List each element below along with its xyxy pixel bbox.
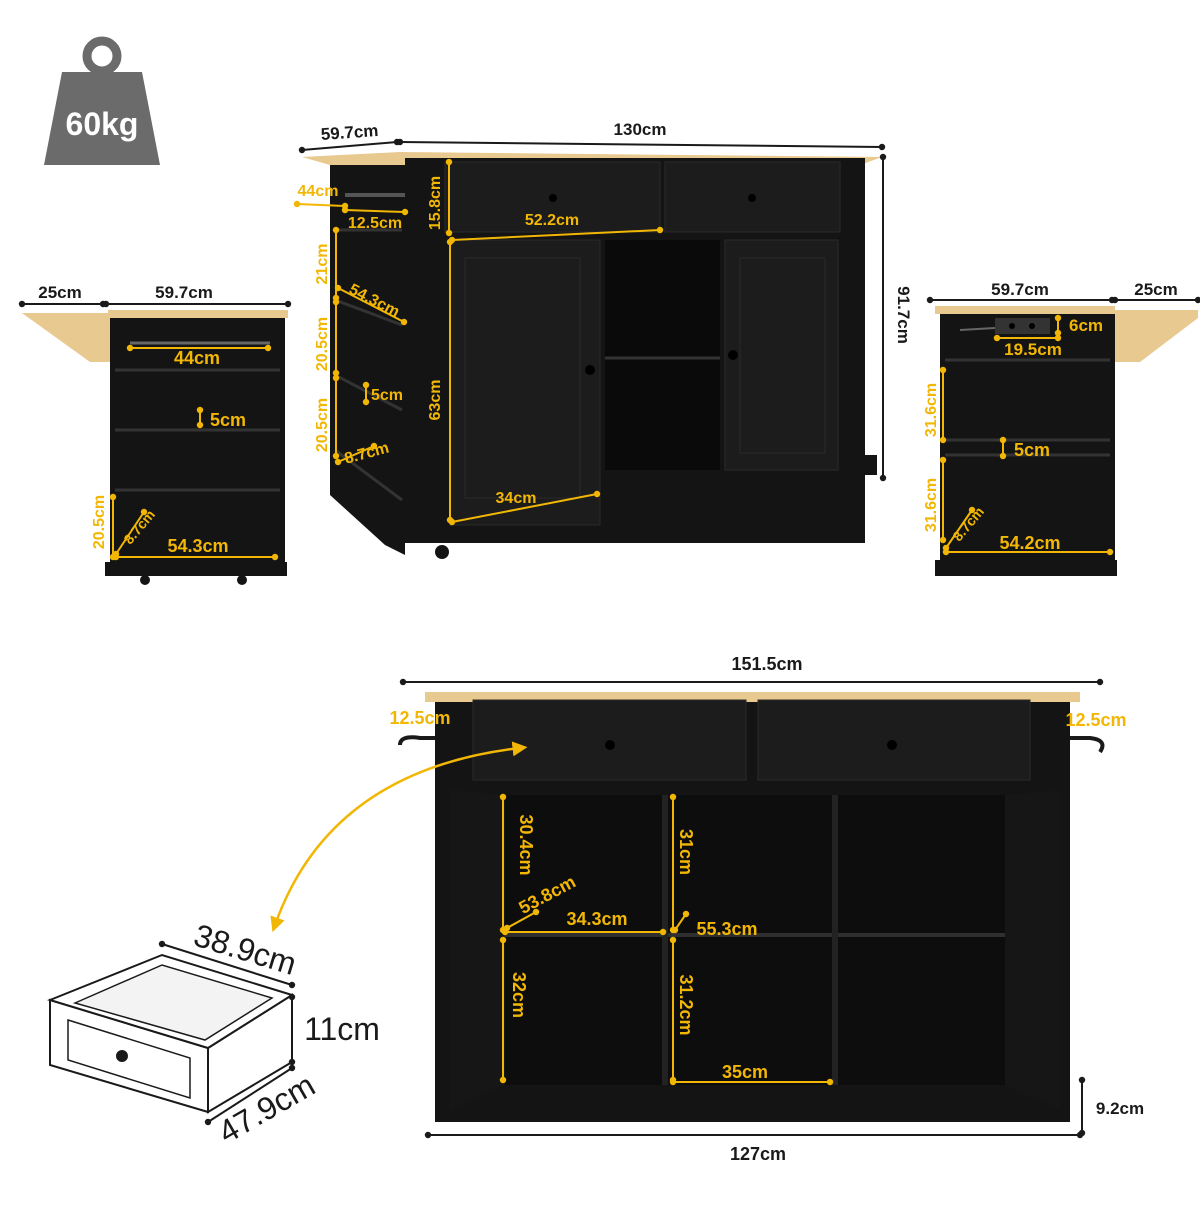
left-rail-label: 5cm: [210, 410, 246, 430]
right-side-view: [935, 306, 1198, 576]
front-cabinet-height-label: 63cm: [427, 380, 444, 421]
open-total-width-label: 151.5cm: [731, 654, 802, 674]
open-middle-height-bottom-label: 31.2cm: [676, 974, 696, 1035]
right-shelf-height-1-label: 31.6cm: [923, 383, 940, 437]
right-outlet-width-label: 19.5cm: [1004, 340, 1062, 359]
open-middle-height-top-label: 31cm: [676, 829, 696, 875]
weight-icon: [44, 36, 160, 165]
front-cabinet-width-label: 34cm: [496, 490, 537, 507]
open-dim-lines: [270, 678, 1104, 1139]
weight-label: 60kg: [66, 106, 139, 142]
left-depth-label: 59.7cm: [155, 283, 213, 302]
front-dim-lines: [293, 138, 887, 526]
left-dim-lines: [18, 300, 292, 561]
drawer-height-label: 11cm: [304, 1011, 380, 1047]
front-depth-label: 59.7cm: [320, 121, 379, 144]
open-base-width-label: 127cm: [730, 1144, 786, 1164]
front-drawer-height-label: 15.8cm: [427, 176, 444, 230]
open-base-height-label: 9.2cm: [1096, 1099, 1144, 1118]
left-side-view: [22, 310, 288, 585]
left-shelf-height-label: 20.5cm: [91, 495, 108, 549]
left-shelf-width-label: 54.3cm: [167, 536, 228, 556]
right-depth-label: 59.7cm: [991, 280, 1049, 299]
right-shelf-height-2-label: 31.6cm: [923, 478, 940, 532]
open-right-overhang-label: 12.5cm: [1065, 710, 1126, 730]
open-middle-depth-label: 55.3cm: [696, 919, 757, 939]
open-front-view: [398, 692, 1105, 1122]
right-leaf-label: 25cm: [1134, 280, 1177, 299]
front-drawer-width-label: 52.2cm: [525, 212, 579, 229]
left-towel-bar-label: 44cm: [174, 348, 220, 368]
front-shelf-height-1-label: 21cm: [314, 244, 331, 285]
open-left-height-bottom-label: 32cm: [509, 972, 529, 1018]
open-left-height-top-label: 30.4cm: [516, 814, 536, 875]
open-middle-width-label: 35cm: [722, 1062, 768, 1082]
front-rail-height-label: 5cm: [371, 387, 403, 404]
right-dim-lines: [926, 296, 1200, 556]
front-width-label: 130cm: [614, 120, 667, 139]
open-left-overhang-label: 12.5cm: [389, 708, 450, 728]
left-leaf-label: 25cm: [38, 283, 81, 302]
front-rack-depth-label: 12.5cm: [348, 215, 402, 232]
right-rail-label: 5cm: [1014, 440, 1050, 460]
front-height-label: 91.7cm: [894, 286, 913, 344]
drawer-dim-lines: [158, 940, 296, 1126]
right-outlet-label: 6cm: [1069, 316, 1103, 335]
front-shelf-height-2-label: 20.5cm: [314, 317, 331, 371]
front-towel-bar-label: 44cm: [298, 183, 339, 200]
open-left-width-label: 34.3cm: [566, 909, 627, 929]
drawer-illustration: [46, 953, 295, 1114]
right-shelf-width-label: 54.2cm: [999, 533, 1060, 553]
front-shelf-height-3-label: 20.5cm: [314, 398, 331, 452]
front-view: [302, 152, 882, 559]
